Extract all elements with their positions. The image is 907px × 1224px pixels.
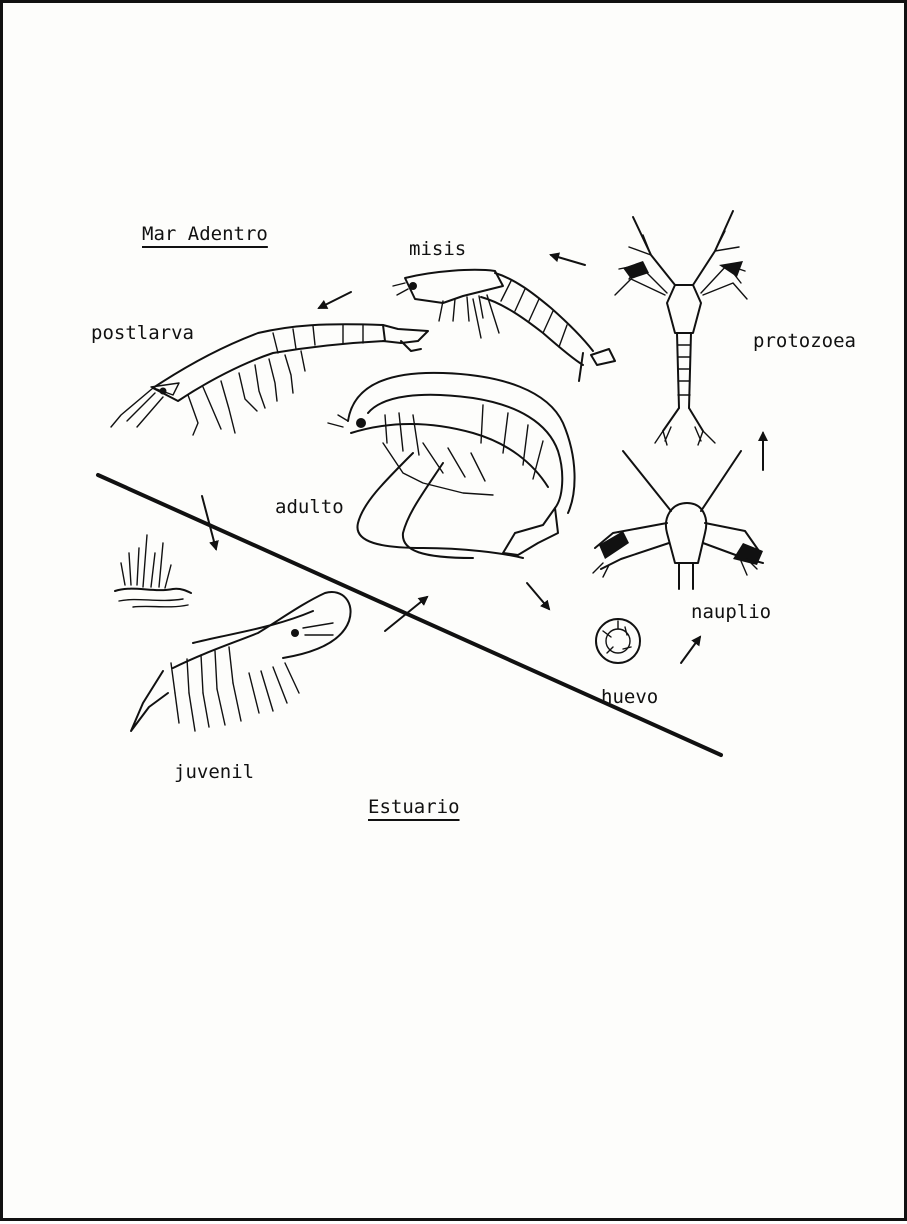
estuary-grass-icon [115, 535, 191, 607]
arrow-protozoea-to-misis [551, 255, 585, 265]
adulto-shrimp-icon [328, 373, 575, 558]
arrow-huevo-to-nauplio [681, 637, 700, 663]
protozoea-larva-icon [615, 211, 747, 445]
nauplio-larva-icon [593, 451, 763, 589]
arrow-misis-to-postlarva [319, 292, 351, 308]
huevo-egg-icon [596, 619, 640, 663]
zone-label-estuario: Estuario [368, 796, 460, 818]
misis-shrimp-icon [393, 270, 615, 381]
stage-label-huevo: huevo [601, 686, 658, 708]
stage-label-postlarva: postlarva [91, 322, 194, 344]
arrow-adulto-to-huevo [527, 583, 549, 609]
stage-label-protozoea: protozoea [753, 330, 856, 352]
stage-label-juvenil: juvenil [174, 761, 254, 783]
arrow-juvenil-to-adulto [385, 597, 427, 631]
zone-label-mar-adentro: Mar Adentro [142, 223, 268, 245]
juvenil-shrimp-icon [131, 592, 351, 731]
stage-label-misis: misis [409, 238, 466, 260]
life-cycle-drawing [3, 3, 907, 1224]
stage-label-adulto: adulto [275, 496, 344, 518]
stage-label-nauplio: nauplio [691, 601, 771, 623]
